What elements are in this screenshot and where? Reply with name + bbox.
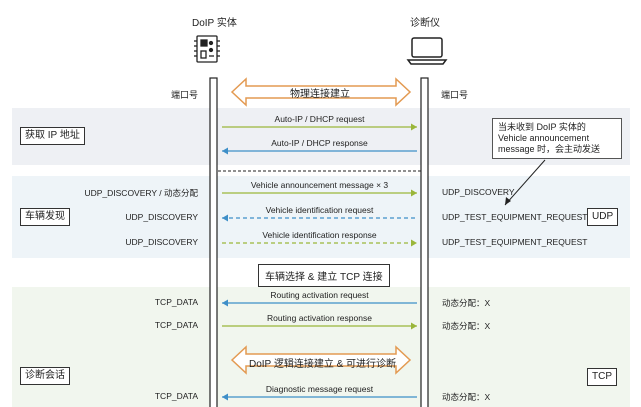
callout-line-3: message 时，会主动发送: [498, 144, 601, 154]
right-port-label: 动态分配：X: [442, 298, 491, 308]
left-port-label: TCP_DATA: [154, 391, 198, 401]
logic-connection-label: DoIP 逻辑连接建立 & 可进行诊断: [249, 359, 397, 370]
section-label-ip: 获取 IP 地址: [20, 127, 85, 145]
left-port-label: UDP_DISCOVERY: [125, 212, 198, 222]
doip-entity-title: DoIP 实体: [192, 18, 237, 29]
udp-tag: UDP: [587, 208, 619, 226]
message-label: Routing activation response: [267, 313, 372, 323]
right-port-header: 端口号: [441, 90, 469, 100]
left-port-label: TCP_DATA: [154, 320, 198, 330]
right-port-label: 动态分配：X: [442, 321, 491, 331]
message-label: Vehicle identification response: [262, 230, 377, 240]
left-port-header: 端口号: [171, 90, 199, 100]
tcp-tag: TCP: [587, 368, 617, 386]
left-port-label: UDP_DISCOVERY / 动态分配: [84, 188, 198, 198]
tester-title: 诊断仪: [410, 18, 440, 29]
right-port-label: UDP_TEST_EQUIPMENT_REQUEST: [442, 212, 588, 222]
physical-connection-label: 物理连接建立: [290, 89, 350, 100]
vehicle-select-box: 车辆选择 & 建立 TCP 连接: [258, 264, 390, 287]
right-port-label: UDP_DISCOVERY: [442, 187, 515, 197]
message-label: Diagnostic message request: [265, 384, 374, 394]
callout-line-2: Vehicle announcement: [498, 133, 590, 143]
message-label: Auto-IP / DHCP response: [271, 138, 368, 148]
left-port-label: TCP_DATA: [154, 297, 198, 307]
section-label-diag: 诊断会话: [20, 367, 70, 385]
message-label: Vehicle announcement message × 3: [250, 180, 389, 190]
right-port-label: UDP_TEST_EQUIPMENT_REQUEST: [442, 237, 588, 247]
message-label: Auto-IP / DHCP request: [274, 114, 365, 124]
message-label: Routing activation request: [270, 290, 369, 300]
section-label-vehicle: 车辆发现: [20, 208, 70, 226]
message-label: Vehicle identification request: [265, 205, 374, 215]
callout-line-1: 当未收到 DoIP 实体的: [498, 122, 586, 132]
left-port-label: UDP_DISCOVERY: [125, 237, 198, 247]
announcement-callout: 当未收到 DoIP 实体的 Vehicle announcement messa…: [492, 118, 622, 159]
right-port-label: 动态分配：X: [442, 392, 491, 402]
